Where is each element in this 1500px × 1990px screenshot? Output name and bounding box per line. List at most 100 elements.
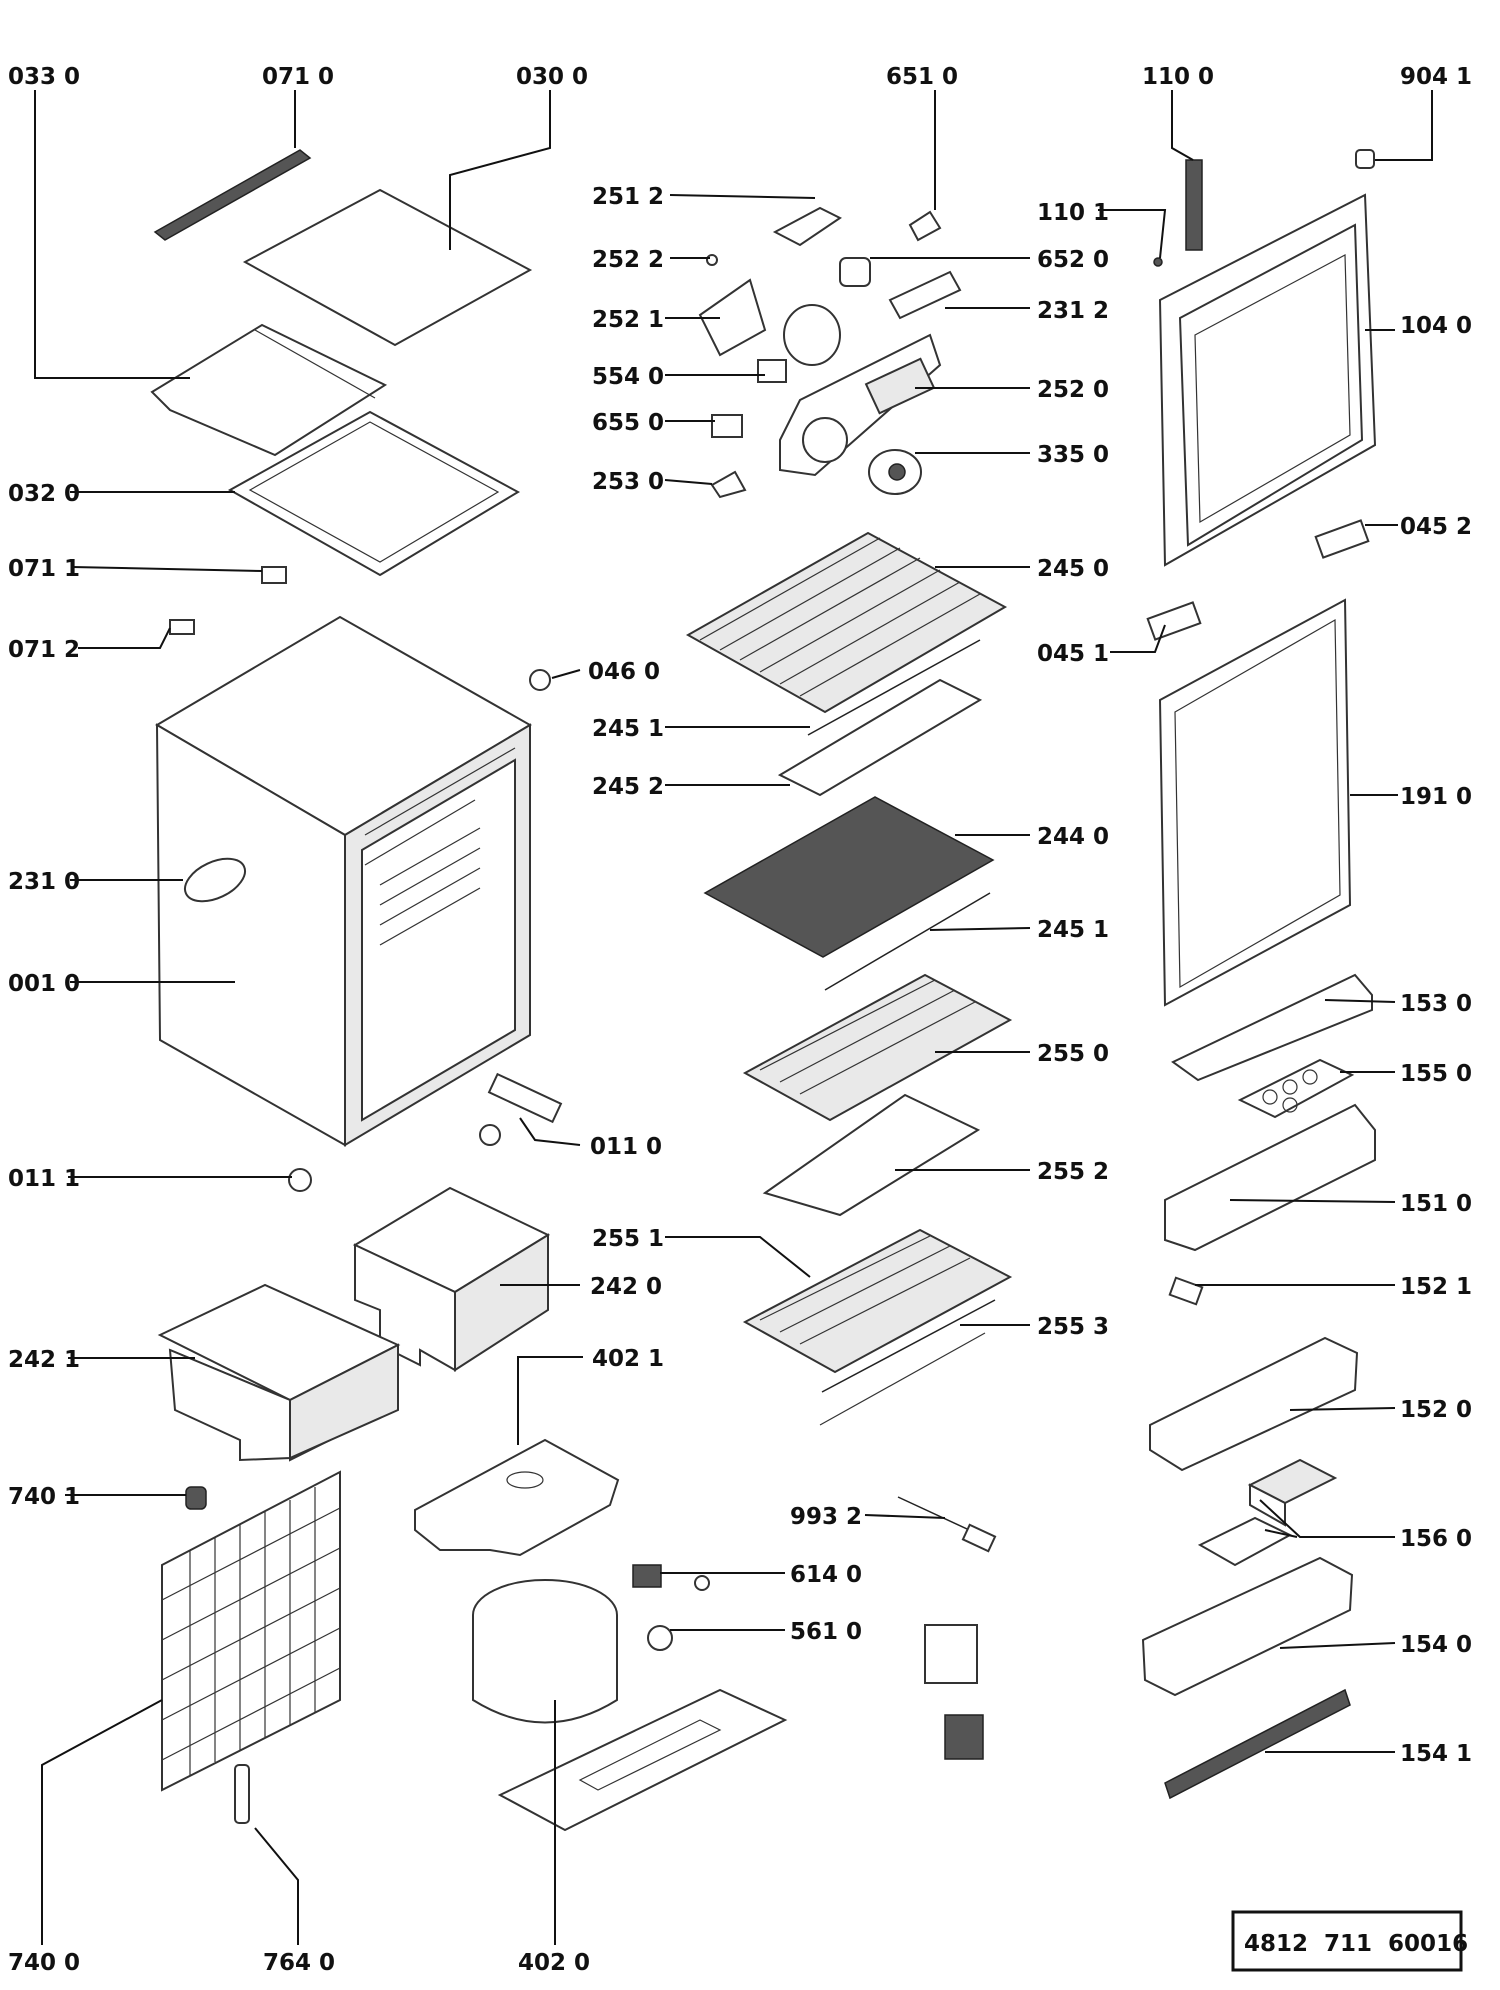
part-251-2 (772, 206, 842, 247)
part-245-2-glass (777, 678, 983, 797)
part-001-0-cabinet (155, 615, 532, 1147)
part-651-0 (908, 210, 942, 242)
part-155-0-egg-tray (1237, 1058, 1355, 1119)
label-152-1: 152 1 (1400, 1274, 1472, 1300)
label-030-0: 030 0 (516, 64, 588, 90)
label-033-0: 033 0 (8, 64, 80, 90)
label-032-0: 032 0 (8, 481, 80, 507)
part-labels: 033 0 071 0 030 0 651 0 110 0 904 1 251 … (8, 64, 1472, 1976)
label-110-1: 110 1 (1037, 200, 1109, 226)
part-relay (924, 1624, 978, 1684)
label-904-1: 904 1 (1400, 64, 1472, 90)
part-045-2-hinge (1314, 519, 1370, 559)
label-001-0: 001 0 (8, 971, 80, 997)
part-255-0-shelf (742, 973, 1013, 1122)
label-231-0: 231 0 (8, 869, 80, 895)
part-252-1-bracket (698, 278, 767, 357)
part-110-0-hinge-bar (1185, 159, 1203, 251)
label-554-0: 554 0 (592, 364, 664, 390)
part-033-0-lid (150, 323, 388, 457)
label-046-0: 046 0 (588, 659, 660, 685)
part-032-0-frame (227, 410, 521, 577)
part-652-0 (839, 257, 871, 287)
part-253-0 (710, 470, 747, 499)
part-402-0-compressor (472, 1579, 788, 1832)
label-155-0: 155 0 (1400, 1061, 1472, 1087)
label-231-2: 231 2 (1037, 298, 1109, 324)
label-253-0: 253 0 (592, 469, 664, 495)
part-242-0-crisper (352, 1186, 551, 1372)
label-255-0: 255 0 (1037, 1041, 1109, 1067)
label-614-0: 614 0 (790, 1562, 862, 1588)
part-relay-cover (944, 1714, 984, 1760)
label-252-1: 252 1 (592, 307, 664, 333)
part-110-1-pin (1153, 257, 1163, 267)
part-740-1-grommet (185, 1486, 207, 1510)
part-154-1-strip (1164, 1688, 1351, 1800)
part-drawings-right (1141, 149, 1377, 1800)
label-561-0: 561 0 (790, 1619, 862, 1645)
part-245-0-shelf (685, 531, 1008, 714)
leader-lines (34, 90, 1433, 1945)
part-255-2-glass (762, 1093, 981, 1217)
part-030-0-panel (242, 188, 533, 347)
part-993-2-sensor (897, 1496, 981, 1536)
label-402-1: 402 1 (592, 1346, 664, 1372)
label-071-0: 071 0 (262, 64, 334, 90)
part-231-0-nameplate (184, 857, 246, 903)
part-046-0-plug (529, 669, 551, 691)
part-740-0-condenser (161, 1470, 341, 1792)
label-255-3: 255 3 (1037, 1314, 1109, 1340)
part-764-0-filter (234, 1764, 250, 1824)
label-251-2: 251 2 (592, 184, 664, 210)
part-156-0-dairy-box (1197, 1458, 1338, 1567)
label-245-2: 245 2 (592, 774, 664, 800)
part-045-1-hinge (1146, 601, 1202, 641)
label-153-0: 153 0 (1400, 991, 1472, 1017)
reference-code-box: 4812 711 60016 (1231, 1910, 1468, 1972)
label-151-0: 151 0 (1400, 1191, 1472, 1217)
part-fan-ring (783, 304, 841, 366)
part-255-1-shelf (742, 1228, 1013, 1374)
part-152-0-bin (1149, 1336, 1359, 1472)
label-252-2: 252 2 (592, 247, 664, 273)
reference-code: 4812 711 60016 (1244, 1931, 1468, 1957)
label-402-0: 402 0 (518, 1950, 590, 1976)
label-244-0: 244 0 (1037, 824, 1109, 850)
label-011-0: 011 0 (590, 1134, 662, 1160)
label-045-1: 045 1 (1037, 641, 1109, 667)
part-245-1-strip-a (807, 639, 981, 736)
label-110-0: 110 0 (1142, 64, 1214, 90)
part-655-0 (711, 414, 743, 438)
part-071-2-clip (169, 619, 195, 635)
label-740-0: 740 0 (8, 1950, 80, 1976)
label-071-1: 071 1 (8, 556, 80, 582)
part-153-0-tray (1171, 973, 1373, 1082)
label-651-0: 651 0 (886, 64, 958, 90)
part-255-3-strip (821, 1299, 996, 1393)
label-245-1a: 245 1 (592, 716, 664, 742)
label-335-0: 335 0 (1037, 442, 1109, 468)
part-554-0 (757, 359, 787, 383)
label-191-0: 191 0 (1400, 784, 1472, 810)
label-252-0: 252 0 (1037, 377, 1109, 403)
label-245-1b: 245 1 (1037, 917, 1109, 943)
label-242-1: 242 1 (8, 1347, 80, 1373)
label-011-1: 011 1 (8, 1166, 80, 1192)
label-104-0: 104 0 (1400, 313, 1472, 339)
part-245-1-strip-b (824, 892, 991, 991)
label-154-0: 154 0 (1400, 1632, 1472, 1658)
part-402-1-compressor-cover (414, 1438, 620, 1557)
label-156-0: 156 0 (1400, 1526, 1472, 1552)
part-071-1-clip (261, 566, 287, 584)
part-561-0 (647, 1625, 673, 1651)
part-drawings (150, 149, 788, 1832)
part-drawings-middle (632, 206, 1013, 1760)
label-154-1: 154 1 (1400, 1741, 1472, 1767)
part-904-1-cap (1355, 149, 1375, 169)
label-740-1: 740 1 (8, 1484, 80, 1510)
label-993-2: 993 2 (790, 1504, 862, 1530)
part-244-0-shelf (703, 796, 995, 958)
label-255-2: 255 2 (1037, 1159, 1109, 1185)
